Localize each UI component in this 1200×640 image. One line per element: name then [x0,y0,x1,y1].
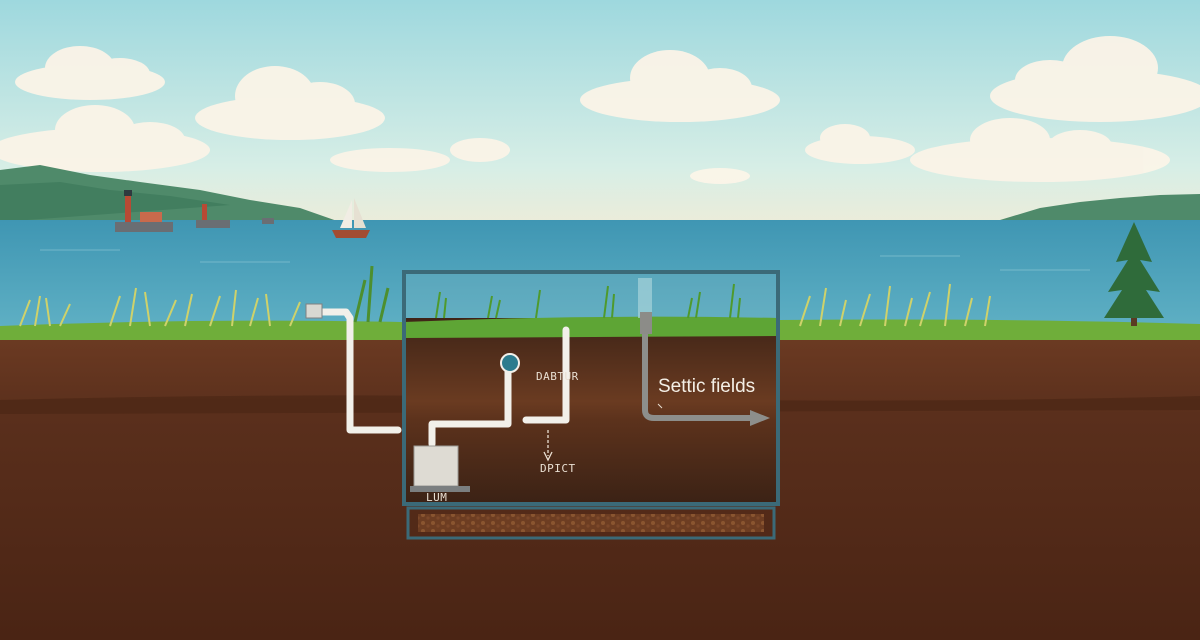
inlet-pipe [316,308,402,434]
right-hills [1000,194,1200,222]
sea [0,220,1200,330]
grass-tufts-left [19,287,301,327]
valve-gauge [500,353,520,373]
internal-pipes [428,326,570,448]
lighthouse-boat [115,190,173,232]
sailboat [332,198,370,238]
clouds [0,36,1200,184]
gravel-bed [406,506,776,540]
pine-tree [1104,222,1164,326]
green-grass [353,265,390,323]
pipe-fitting [305,303,323,319]
septic-tank [410,445,470,492]
septic-fields-label: Settic fields [658,376,756,397]
upper-component-label: DABTUR [536,370,579,383]
cutaway-box [402,270,780,506]
small-boat [196,204,230,228]
grass-tufts-right [799,283,991,327]
tank-label: LUM [426,491,448,504]
field-riser [638,278,770,426]
lower-component-label: DPICT [540,462,576,475]
tiny-boat [262,218,274,224]
field-label-tick [657,403,663,409]
